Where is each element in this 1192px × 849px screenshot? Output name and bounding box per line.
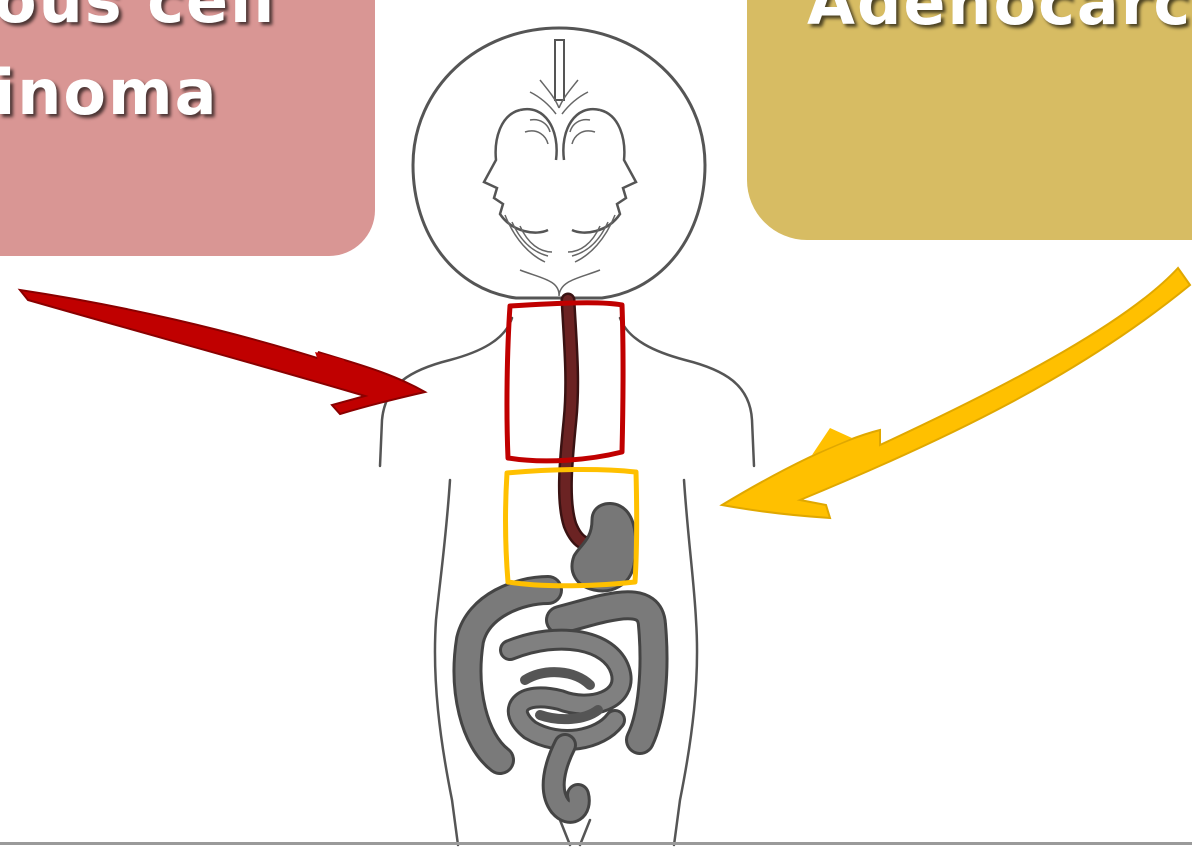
stomach — [572, 504, 636, 591]
footer-divider — [0, 842, 1192, 845]
esophagus-fill — [565, 300, 598, 544]
yellow-arrow — [722, 268, 1190, 518]
right-torso-line — [674, 480, 697, 845]
right-shoulder-line — [620, 318, 754, 466]
intestines — [468, 590, 654, 812]
janus-coin-icon — [413, 28, 705, 298]
red-arrow — [20, 290, 425, 414]
